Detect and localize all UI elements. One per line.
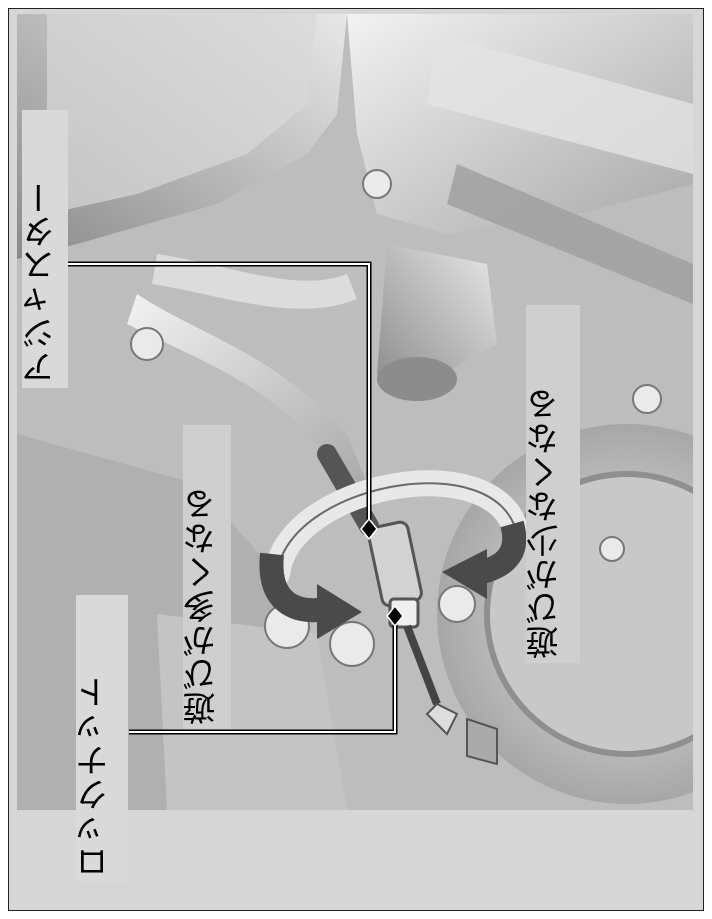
adjuster-label: アジャスター [22, 110, 68, 388]
lock-nut-label: ロックナット [76, 595, 128, 883]
less-play-label: 遊びが少なくなる [526, 305, 580, 663]
more-play-label: 遊びが多くなる [183, 425, 231, 729]
